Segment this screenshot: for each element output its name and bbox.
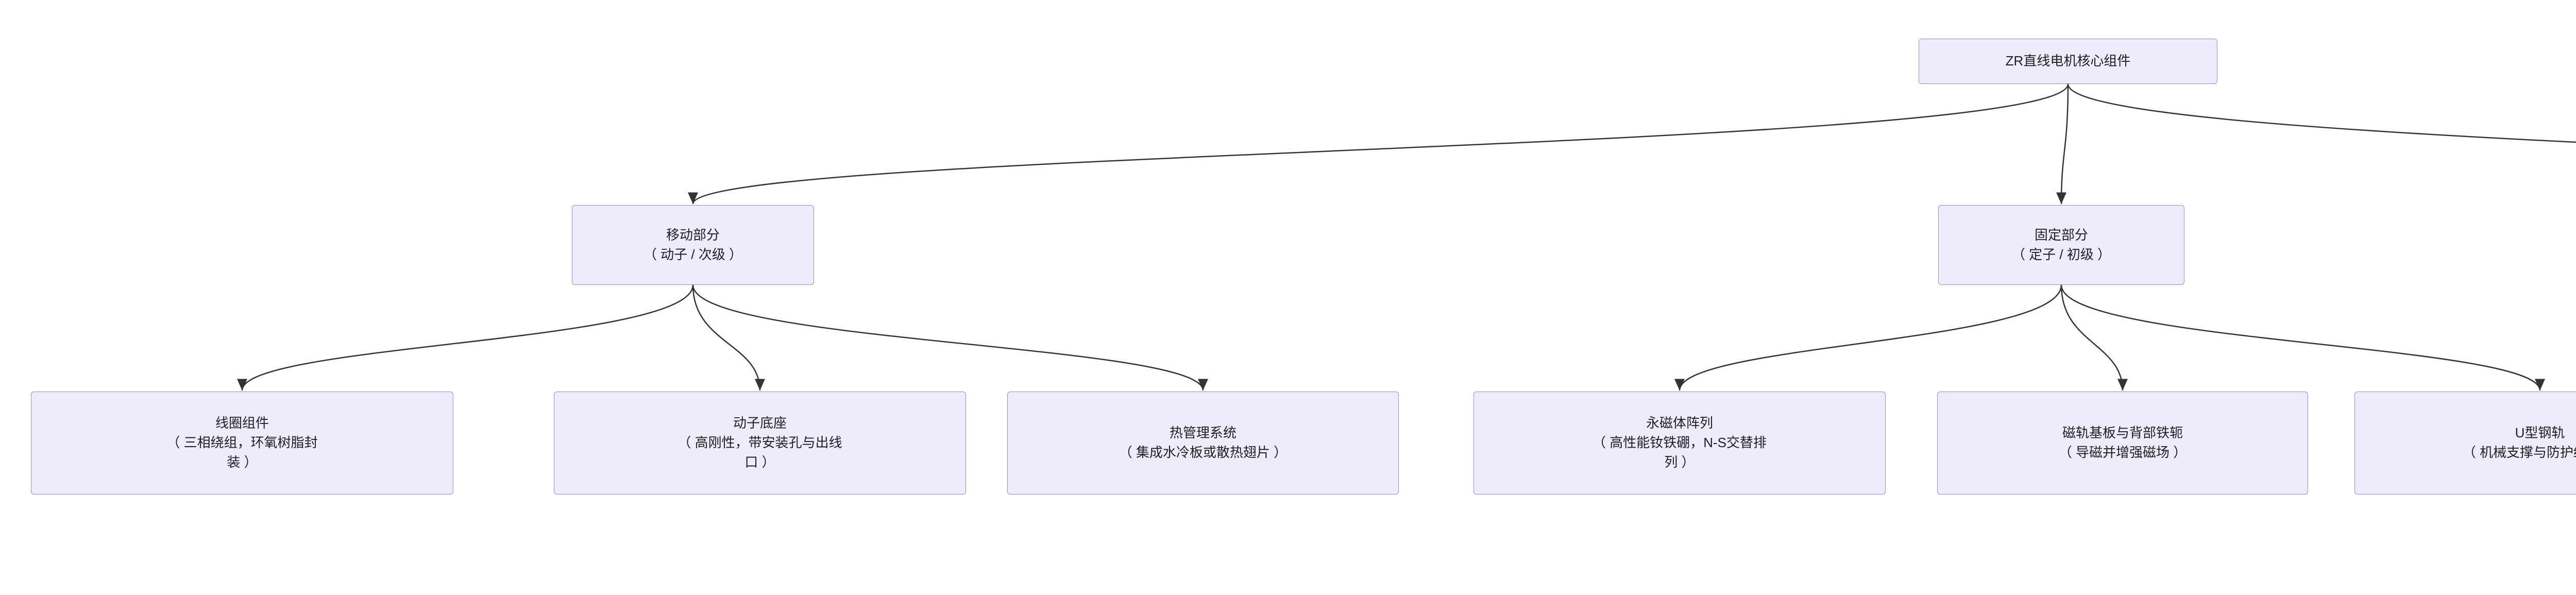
node-label-line: 列 ）: [1664, 454, 1695, 470]
node-label-line: 热管理系统: [1169, 425, 1236, 441]
node-coil[interactable]: 线圈组件 （ 三相绕组，环氧树脂封装 ）: [31, 392, 453, 495]
edge-root-to-fixed: [2056, 83, 2069, 205]
node-label-line: （ 集成水冷板或散热翅片 ）: [1118, 445, 1287, 460]
node-label-line: （ 高性能钕铁硼，N-S交替排: [1592, 435, 1767, 451]
node-label-line: （ 定子 / 初级 ）: [2011, 246, 2111, 262]
node-label-line: 线圈组件: [215, 415, 269, 431]
node-rail-iron[interactable]: 磁轨基板与背部铁轭 （ 导磁并增强磁场 ）: [1937, 392, 2308, 495]
node-base[interactable]: 动子底座 （ 高刚性，带安装孔与出线口 ）: [554, 392, 966, 495]
edge-fixed-to-magnet: [1674, 284, 2062, 391]
node-label-line: （ 机械支撑与防护结构 ）: [2462, 445, 2576, 460]
node-label-line: 磁轨基板与背部铁轭: [2062, 425, 2183, 441]
node-magnet[interactable]: 永磁体阵列 （ 高性能钕铁硼，N-S交替排列 ）: [1473, 392, 1886, 495]
node-label-line: （ 导磁并增强磁场 ）: [2058, 445, 2187, 460]
edge-moving-to-thermal: [692, 284, 1208, 391]
edge-moving-to-coil: [237, 284, 694, 391]
edge-moving-to-base: [692, 284, 765, 391]
node-label-line: （ 三相绕组，环氧树脂封: [166, 435, 318, 451]
node-label-line: 装 ）: [227, 454, 258, 470]
node-moving[interactable]: 移动部分 （ 动子 / 次级 ）: [572, 205, 814, 285]
node-label-line: 固定部分: [2034, 227, 2088, 243]
node-u-rail[interactable]: U型钢轨 （ 机械支撑与防护结构 ）: [2354, 392, 2576, 495]
node-label-line: 动子底座: [733, 415, 787, 431]
node-label-line: 永磁体阵列: [1646, 415, 1713, 431]
node-root[interactable]: ZR直线电机核心组件: [1919, 39, 2217, 84]
node-label-line: 口 ）: [744, 454, 775, 470]
edge-root-to-moving: [688, 83, 2069, 205]
node-fixed[interactable]: 固定部分 （ 定子 / 初级 ）: [1938, 205, 2184, 285]
node-label-line: 移动部分: [666, 227, 720, 243]
node-label-line: （ 动子 / 次级 ）: [643, 246, 743, 262]
node-label-line: （ 高刚性，带安装孔与出线: [677, 435, 842, 451]
node-label-line: U型钢轨: [2515, 425, 2565, 441]
edge-fixed-to-rail-iron: [2060, 284, 2128, 391]
node-thermal[interactable]: 热管理系统 （ 集成水冷板或散热翅片 ）: [1007, 392, 1399, 495]
node-label-line: ZR直线电机核心组件: [2005, 53, 2131, 69]
edge-fixed-to-u-rail: [2060, 284, 2545, 391]
edge-root-to-key-parts: [2067, 83, 2576, 143]
